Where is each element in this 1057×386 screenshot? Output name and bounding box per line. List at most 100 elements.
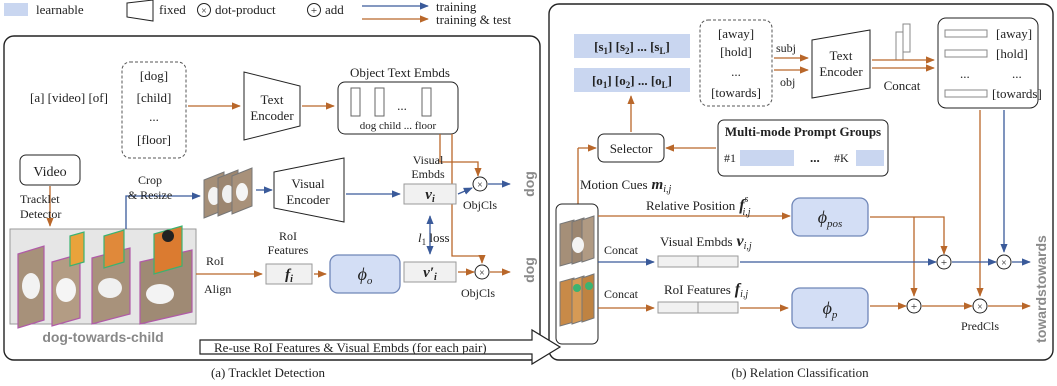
prompt-group-k-tokens <box>856 150 884 166</box>
legend-fixed-label: fixed <box>159 2 186 17</box>
prompt-group-1-tokens <box>740 150 794 166</box>
object-text-embds-title: Object Text Embds <box>350 65 450 80</box>
legend-learnable-swatch <box>4 3 28 16</box>
pred-embd-towards <box>944 89 988 98</box>
crop-resize-line1: Crop <box>138 173 162 187</box>
fi-label: fi <box>285 267 293 285</box>
roi-features-row-box-b <box>697 301 739 314</box>
predcls-label: PredCls <box>961 319 999 333</box>
phi-pos-label: ϕpos <box>818 207 843 230</box>
phi-o-module[interactable] <box>329 254 401 294</box>
embd-bar-floor <box>421 87 432 117</box>
visual-encoder-line2: Encoder <box>286 192 330 207</box>
phi-p-module[interactable] <box>791 287 869 329</box>
visual-embds-line1: Visual <box>413 153 444 167</box>
svg-text:×: × <box>201 6 207 17</box>
l1-loss-label: l1 loss <box>418 230 450 247</box>
svg-text:×: × <box>479 268 485 279</box>
predicate-hold: [hold] <box>720 44 752 59</box>
vi-label: vi <box>425 187 435 205</box>
tracklet-detector-line2: Detector <box>20 207 61 221</box>
embd-bar-dog <box>350 87 361 117</box>
output-low-label: towards <box>1033 289 1049 343</box>
legend-learnable-label: learnable <box>36 2 84 17</box>
cropped-images <box>203 167 253 219</box>
legend: learnable fixed × dot-product + add trai… <box>4 0 511 27</box>
text-encoder-b <box>811 29 871 99</box>
tracklet-detector-line1: Tracklet <box>20 192 60 206</box>
phi-p-label: ϕp <box>823 298 838 321</box>
objcls-top-dot-product: × <box>472 176 488 192</box>
frame-4 <box>139 225 193 325</box>
roi-features-row-box-a <box>657 301 699 314</box>
vprime-box <box>403 261 457 283</box>
panel-b-frame <box>548 3 1054 361</box>
visual-encoder-shape <box>273 157 345 223</box>
category-list-box <box>121 61 187 159</box>
text-encoder-b-line1: Text <box>830 48 853 63</box>
predcls-low-dot-product: × <box>972 298 988 314</box>
objcls-bottom-label: ObjCls <box>461 286 495 300</box>
svg-text:×: × <box>1001 258 1007 269</box>
concat-mid-label: Concat <box>604 243 639 257</box>
text-encoder-a-line1: Text <box>261 92 284 107</box>
roi-align-line1: RoI <box>206 254 224 268</box>
legend-dot-product-label: dot-product <box>215 2 276 17</box>
pred-embd-away-label: [away] <box>996 26 1032 41</box>
text-encoder-a <box>243 71 301 141</box>
text-encoder-a-line2: Encoder <box>250 108 294 123</box>
svg-text:+: + <box>311 5 317 17</box>
objcls-bottom-dot-product: × <box>474 264 490 280</box>
roi-features-line1: RoI <box>279 229 297 243</box>
predicate-away: [away] <box>718 26 754 41</box>
visual-embds-line2: Embds <box>411 167 445 181</box>
phi-pos-module[interactable] <box>791 197 869 237</box>
objcls-top-label: ObjCls <box>463 198 497 212</box>
concat-bar-b <box>902 23 911 53</box>
embd-bar-child <box>374 87 385 117</box>
vi-box <box>403 183 457 205</box>
concat-top-label: Concat <box>884 78 921 93</box>
vprime-label: v′i <box>423 265 437 283</box>
obj-label: obj <box>780 75 795 89</box>
category-dots: ... <box>149 109 159 124</box>
output-top-label: dog <box>521 171 537 197</box>
embd-labels: dog child ... floor <box>360 120 437 132</box>
arrow-vi-to-objcls <box>457 187 473 195</box>
legend-fixed-icon <box>126 0 154 22</box>
arrow-frames-to-crops <box>125 192 201 229</box>
subj-label: subj <box>776 41 796 55</box>
predicate-dots: ... <box>731 64 741 79</box>
visual-embds-row-box-a <box>657 255 699 268</box>
visual-embds-row-box-b <box>697 255 739 268</box>
svg-text:×: × <box>477 180 483 191</box>
frame-3 <box>91 229 131 325</box>
reuse-arrow <box>199 328 562 366</box>
frame-label: dog-towards-child <box>42 329 163 345</box>
add-icon: + <box>307 3 321 17</box>
pred-embd-dots-label: ... <box>1012 66 1022 81</box>
legend-training-label: training <box>436 0 477 14</box>
pred-embd-hold <box>944 49 988 58</box>
prompt-groups-title: Multi-mode Prompt Groups <box>725 124 881 139</box>
pred-embd-towards-label: [towards] <box>992 86 1042 101</box>
pred-embd-dots-a: ... <box>960 66 970 81</box>
output-mid-label: towards <box>1033 235 1049 289</box>
prompt-group-first: #1 <box>724 151 736 165</box>
panel-b: [s1] [s2] ... [sL] [o1] [o2] ... [oL] [a… <box>555 17 1049 380</box>
object-tokens-label: [o1] [o2] ... [oL] <box>592 73 672 90</box>
predicate-list-box <box>699 19 773 107</box>
visual-encoder-line1: Visual <box>291 176 325 191</box>
video-label: Video <box>33 165 66 180</box>
selector-box[interactable] <box>597 133 665 163</box>
pair-crop-bottom <box>559 273 595 327</box>
panel-a-frame <box>3 35 541 361</box>
pred-embds-box <box>937 17 1039 109</box>
fi-box <box>265 263 313 285</box>
selector-label: Selector <box>610 141 653 156</box>
object-prompt-tokens <box>574 68 690 92</box>
video-box[interactable] <box>19 154 81 186</box>
